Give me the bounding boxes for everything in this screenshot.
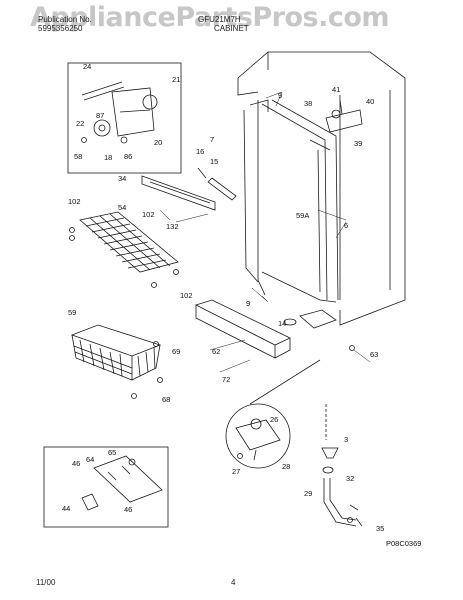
callout-44: 44 xyxy=(62,504,70,513)
wire-shelf xyxy=(79,211,179,273)
callout-46-b: 46 xyxy=(124,505,132,514)
leader-lines xyxy=(159,91,371,373)
detail-circle xyxy=(225,359,321,469)
callout-59: 59 xyxy=(68,308,76,317)
tube-part xyxy=(197,167,237,201)
callout-68: 68 xyxy=(162,395,170,404)
callout-38: 38 xyxy=(304,99,312,108)
callout-69: 69 xyxy=(172,347,180,356)
fan-motor xyxy=(81,81,158,144)
latch-bracket xyxy=(325,99,363,133)
drawing-code: P08C0369 xyxy=(386,539,421,548)
drain-assembly xyxy=(321,404,363,527)
callout-40: 40 xyxy=(366,97,374,106)
callout-102-b: 102 xyxy=(142,210,155,219)
callout-58: 58 xyxy=(74,152,82,161)
callout-35: 35 xyxy=(376,524,384,533)
wire-basket xyxy=(70,324,162,381)
front-rail xyxy=(194,299,291,359)
publication-number: 5995356250 xyxy=(38,24,83,33)
callout-29: 29 xyxy=(304,489,312,498)
callout-102-c: 102 xyxy=(180,291,193,300)
page-number: 4 xyxy=(231,578,236,587)
hinge-parts xyxy=(81,455,163,511)
callout-63: 63 xyxy=(370,350,378,359)
callout-54: 54 xyxy=(118,203,126,212)
callout-22: 22 xyxy=(76,119,84,128)
publication-label: Publication No. xyxy=(38,15,92,24)
callout-3: 3 xyxy=(344,435,348,444)
section-title: CABINET xyxy=(214,24,249,33)
callout-65: 65 xyxy=(108,448,116,457)
footer-date: 11/00 xyxy=(36,578,56,587)
callout-102-a: 102 xyxy=(68,197,81,206)
motor-assembly-inset xyxy=(67,62,182,174)
shelf-bracket xyxy=(141,175,216,211)
callout-34: 34 xyxy=(118,174,126,183)
callout-15: 15 xyxy=(210,157,218,166)
hinge-bracket xyxy=(283,309,337,329)
callout-9-top: 9 xyxy=(278,91,282,100)
callout-39: 39 xyxy=(354,139,362,148)
callout-132: 132 xyxy=(166,222,179,231)
callout-7: 7 xyxy=(210,135,214,144)
callout-46-a: 46 xyxy=(72,459,80,468)
callout-27: 27 xyxy=(232,467,240,476)
callout-labels: 24 21 22 87 20 58 18 86 16 7 15 34 132 1… xyxy=(62,62,421,548)
callout-62: 62 xyxy=(212,347,220,356)
callout-24: 24 xyxy=(83,62,91,71)
callout-87: 87 xyxy=(96,111,104,120)
callout-9-bottom: 9 xyxy=(246,299,250,308)
callout-86: 86 xyxy=(124,152,132,161)
callout-16: 16 xyxy=(196,147,204,156)
callout-72: 72 xyxy=(222,375,230,384)
callout-20: 20 xyxy=(154,138,162,147)
callout-6: 6 xyxy=(344,221,348,230)
callout-41: 41 xyxy=(332,85,340,94)
callout-59a: 59A xyxy=(296,211,309,220)
callout-64: 64 xyxy=(86,455,94,464)
callout-32: 32 xyxy=(346,474,354,483)
watermark: AppliancePartsPros.com xyxy=(30,2,390,33)
callout-14: 14 xyxy=(278,319,286,328)
callout-26: 26 xyxy=(270,415,278,424)
callout-18: 18 xyxy=(104,153,112,162)
callout-21: 21 xyxy=(172,75,180,84)
callout-28: 28 xyxy=(282,462,290,471)
hinge-assembly-inset xyxy=(43,446,169,528)
cabinet-body xyxy=(237,51,406,326)
screws xyxy=(69,227,355,523)
model-number: GFU21M7H xyxy=(198,15,241,24)
